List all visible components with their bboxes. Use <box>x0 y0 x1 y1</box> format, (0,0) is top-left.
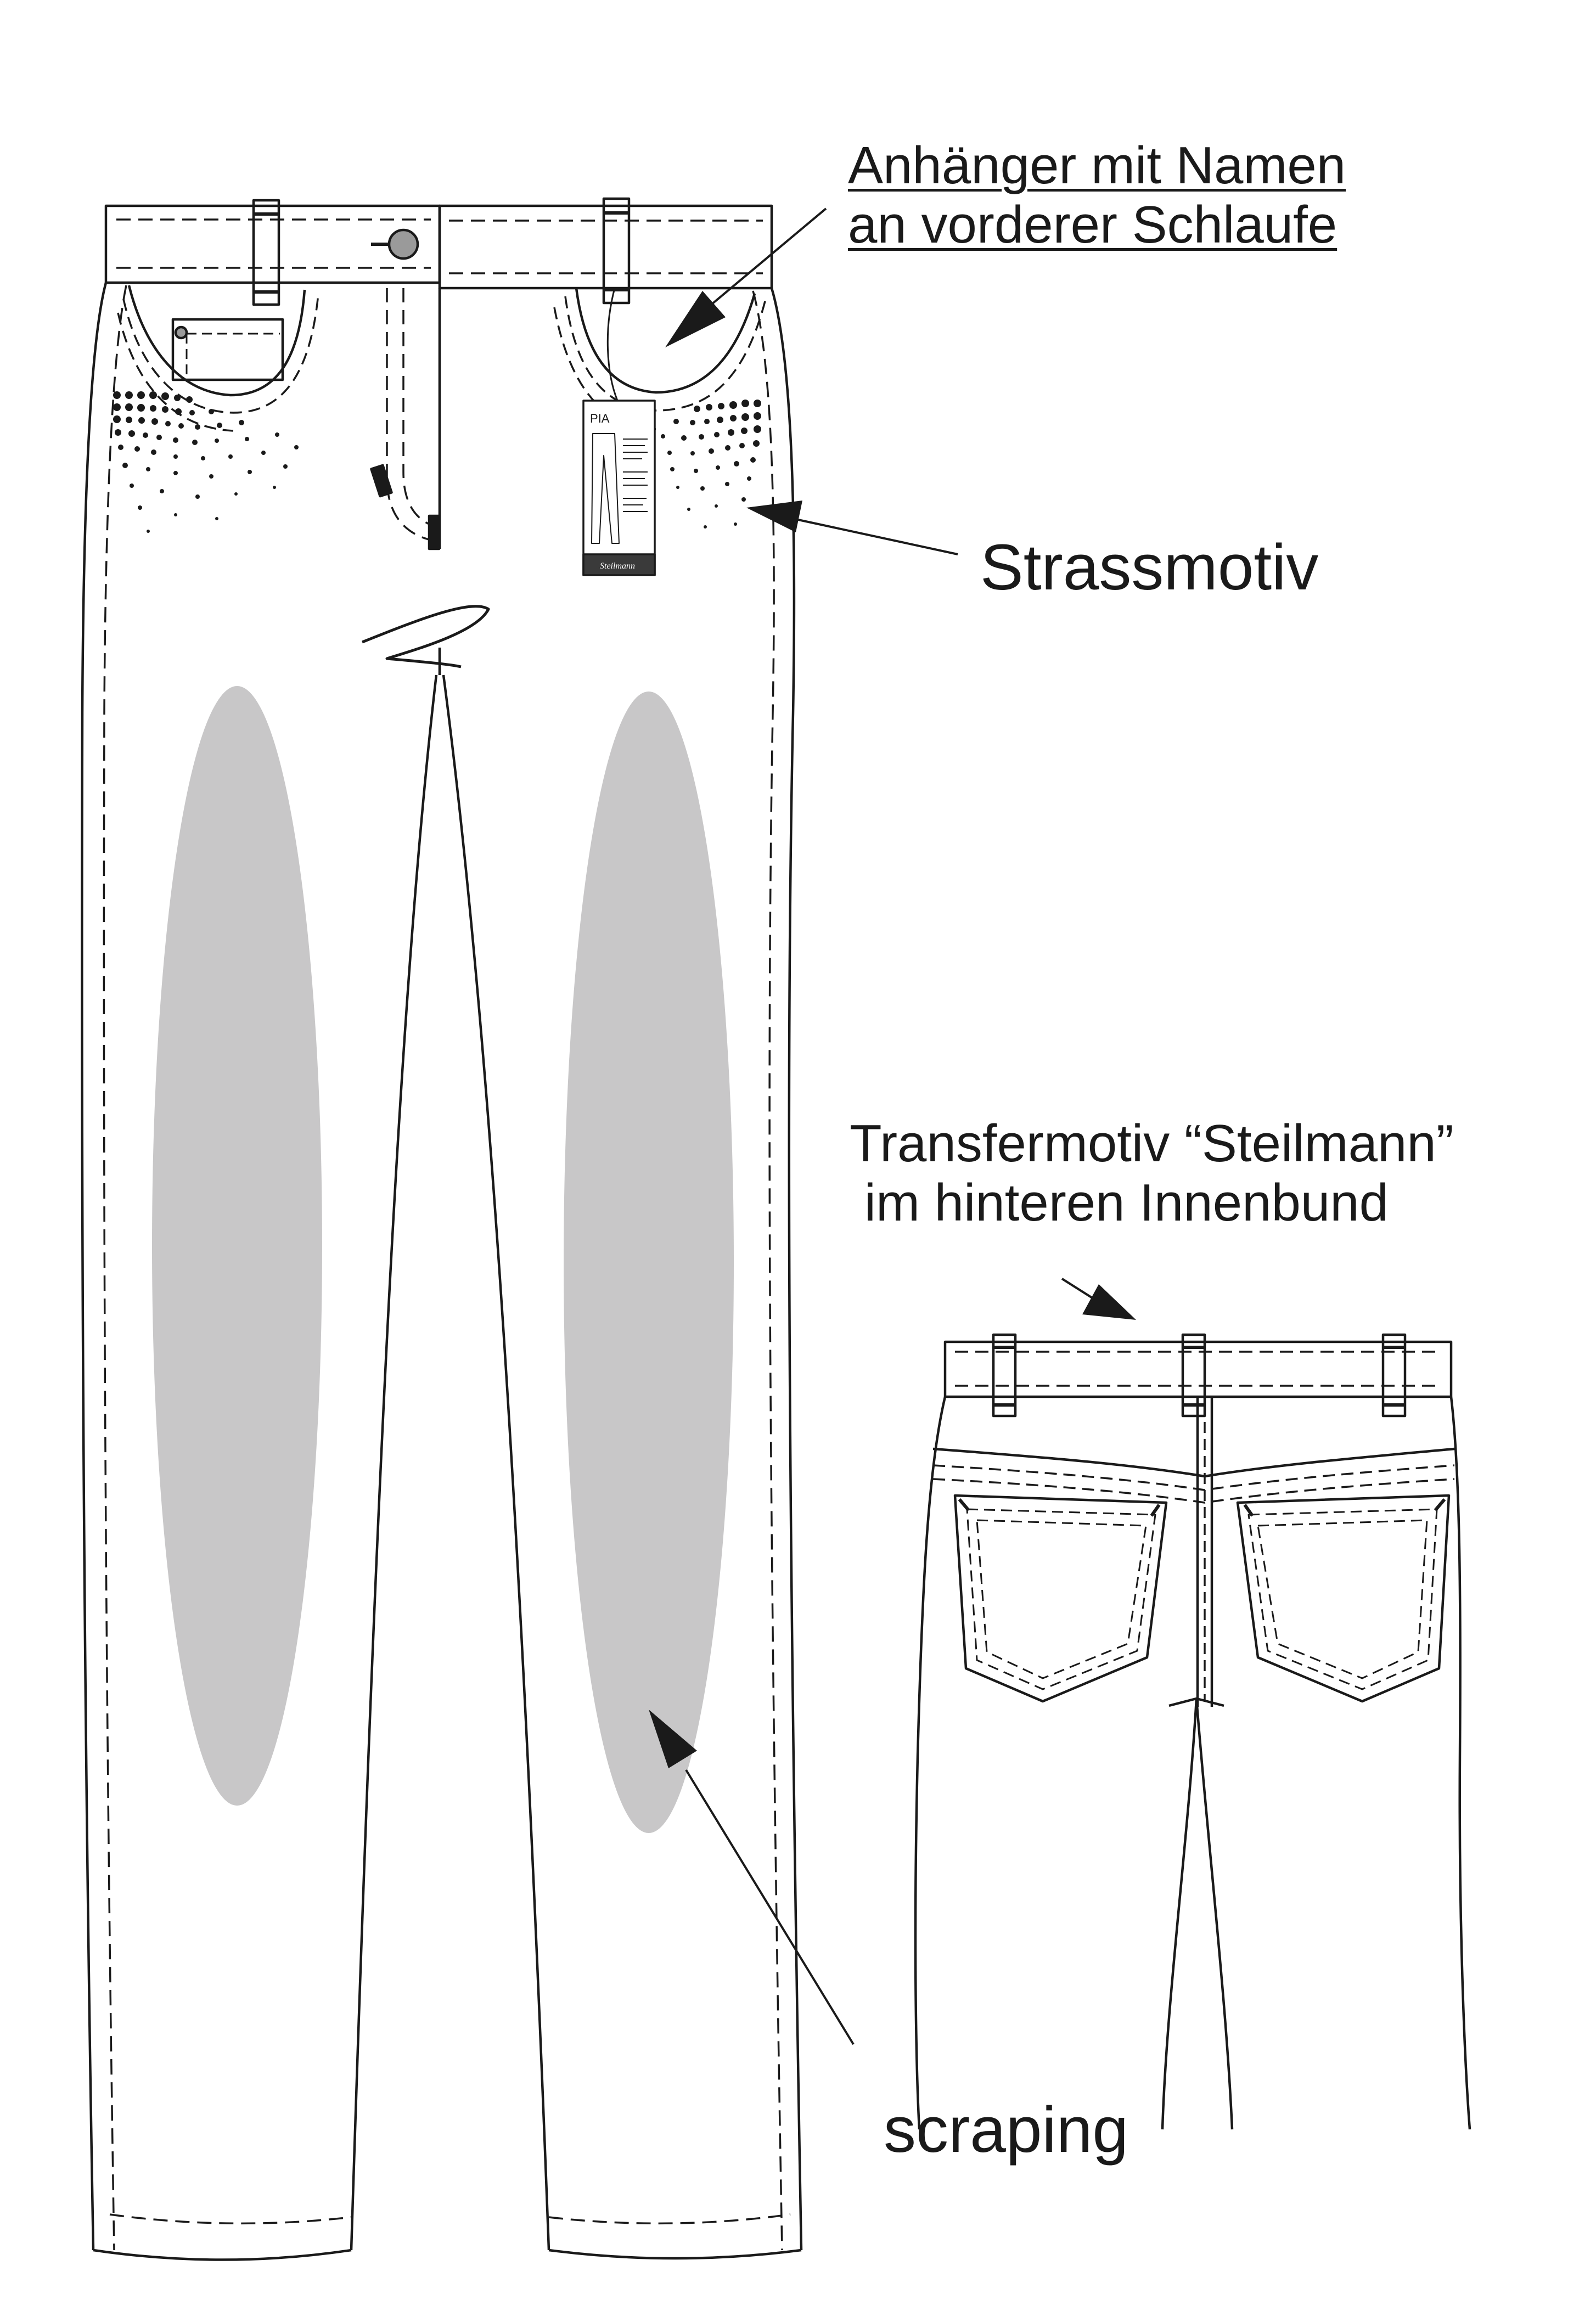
back-left-inseam <box>1161 1698 1198 2130</box>
rhinestone-motif-right <box>661 400 761 529</box>
back-right-outer <box>1449 1396 1471 2130</box>
belt-loop-right-front <box>602 197 631 305</box>
scraping-arrow <box>649 1710 855 2045</box>
front-right-hem-stitching <box>548 2213 791 2225</box>
coin-pocket-rivet <box>174 325 188 340</box>
front-left-hem-stitching <box>109 2213 352 2225</box>
transfer-arrow <box>1061 1278 1136 1320</box>
hang-tag-arrow <box>665 207 827 347</box>
rhinestone-annotation: Strassmotiv <box>980 531 1319 604</box>
front-left-pocket-opening <box>127 285 306 397</box>
front-right-pocket-opening <box>575 288 756 394</box>
coin-pocket <box>171 318 284 381</box>
hang-tag-annotation-line1: Anhänger mit Namen <box>848 136 1346 195</box>
scraping-annotation: scraping <box>884 2094 1129 2166</box>
hang-tag-brand-band <box>582 553 656 576</box>
annotation-arrows <box>649 207 1136 2045</box>
belt-loop-left-front <box>252 199 280 306</box>
back-left-pocket-stitching <box>966 1508 1156 1690</box>
front-left-leg-side-stitching <box>103 285 127 2251</box>
front-waistband-stitching <box>116 218 763 274</box>
hang-tag-title: PIA <box>590 412 610 425</box>
transfer-annotation-line1: Transfermotiv “Steilmann” <box>850 1114 1454 1173</box>
front-left-leg-inseam <box>350 674 438 2251</box>
back-left-pocket <box>953 1494 1168 1703</box>
back-left-pocket-tacks <box>958 1498 1161 1517</box>
front-left-hem <box>93 2248 352 2261</box>
back-waistband-stitching <box>955 1351 1442 1387</box>
back-right-pocket-stitching <box>1247 1508 1438 1690</box>
back-left-outer <box>914 1396 947 2130</box>
hang-tag-text-lines <box>623 438 648 512</box>
front-left-leg-outer <box>81 282 108 2251</box>
back-view-trousers <box>914 1333 1471 2130</box>
front-view-trousers: PIA Steilmann <box>81 197 803 2261</box>
transfer-annotation-line2: im hinteren Innenbund <box>850 1173 1389 1232</box>
back-yoke-stitching <box>932 1464 1455 1504</box>
hang-tag-annotation-line2: an vorderer Schlaufe <box>848 195 1338 254</box>
fly-bartack-left <box>370 464 393 498</box>
front-right-leg-outer <box>770 288 803 2251</box>
scraping-area-left <box>152 686 322 1806</box>
hang-tag-string <box>606 288 619 401</box>
hang-tag-brand: Steilmann <box>600 561 635 571</box>
belt-loop-back-left <box>992 1333 1017 1418</box>
belt-loop-back-right <box>1381 1333 1407 1418</box>
front-left-pocket-stitching <box>117 293 319 432</box>
fly-stitching <box>386 288 437 542</box>
back-centre-seam <box>1196 1397 1213 1707</box>
back-right-pocket <box>1236 1494 1451 1703</box>
hang-tag-card <box>582 400 656 576</box>
coin-pocket-stitching <box>186 333 280 379</box>
rhinestone-motif-left <box>113 391 299 533</box>
hang-tag: PIA Steilmann <box>582 288 656 576</box>
back-yoke <box>932 1447 1455 1478</box>
back-right-pocket-tacks <box>1243 1498 1446 1517</box>
fly-fold-mark <box>362 605 490 668</box>
back-right-inseam <box>1195 1698 1234 2130</box>
front-right-hem <box>548 2248 802 2260</box>
strass-arrow <box>746 501 958 555</box>
hang-tag-annotation: Anhänger mit Namen an vorderer Schlaufe <box>848 136 1346 254</box>
waist-button <box>387 228 419 260</box>
scraping-area-right <box>564 692 734 1833</box>
front-right-leg-inseam <box>442 674 550 2251</box>
fly-bartack-bottom <box>428 514 441 550</box>
back-waistband <box>943 1340 1453 1398</box>
transfer-annotation: Transfermotiv “Steilmann” im hinteren In… <box>850 1114 1454 1232</box>
belt-loop-back-centre <box>1181 1333 1206 1418</box>
hang-tag-trouser-sketch <box>591 433 620 544</box>
front-right-leg-side-stitching <box>752 290 783 2251</box>
front-waistband-right <box>438 204 773 290</box>
